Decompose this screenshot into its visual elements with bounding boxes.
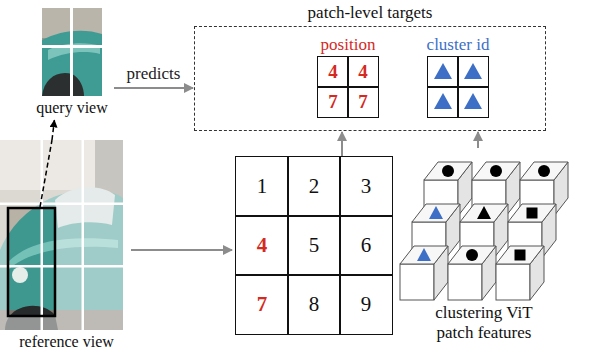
caption: clustering ViT patch features	[422, 303, 547, 346]
grid-cell: 4	[236, 216, 288, 275]
grid-cell: 3	[340, 157, 392, 216]
grid-heading: cluster id	[413, 33, 503, 57]
position-grid: position4477	[303, 33, 393, 117]
grid-number: 7	[257, 293, 268, 316]
reference-view-node: reference view	[2, 140, 131, 353]
grid-number: 7	[328, 92, 338, 113]
vit-patch-feature-columns-part-part	[400, 246, 448, 300]
grid-number: 5	[309, 234, 320, 257]
grid-number: 9	[361, 293, 372, 316]
grid-number: 8	[309, 293, 320, 316]
vit-patch-feature-columns-part-part	[496, 246, 544, 300]
vit-patch-feature-columns-part-part	[448, 246, 496, 300]
caption: reference view	[2, 332, 131, 353]
grid-cell: 7	[318, 87, 348, 117]
arrow	[477, 132, 479, 148]
reference-view-image-part	[8, 208, 55, 316]
reference-view-image-part	[0, 265, 123, 268]
grid-cell: 5	[288, 216, 340, 275]
arrow	[341, 132, 343, 157]
position-number-grid: 1 2 3 4 5 6 7 8 9	[236, 157, 392, 334]
vit-patch-feature-columns-part-part	[515, 250, 526, 261]
arrow	[114, 87, 193, 89]
vit-patch-feature-columns-part-part	[538, 165, 550, 177]
reference-view-image-part	[0, 140, 123, 330]
vit-patch-feature-columns-part	[448, 246, 496, 300]
reference-view-image-part	[0, 203, 123, 206]
grid-cell: 8	[288, 275, 340, 334]
grid-cell: 4	[318, 57, 348, 87]
cluster-id-triangles-part	[434, 63, 452, 79]
vit-patch-feature-columns-part	[400, 246, 448, 300]
grid-number: 7	[358, 92, 368, 113]
grid-number: 4	[328, 62, 338, 83]
cell-grid	[428, 57, 488, 117]
vit-patch-feature-columns-part-part	[429, 206, 443, 219]
vit-patch-feature-columns-part-part	[417, 248, 431, 261]
vit-patch-feature-columns-part-part	[527, 208, 538, 219]
reference-view-image-part	[0, 140, 123, 330]
query-view-image-part	[42, 45, 102, 48]
arrow	[131, 249, 232, 251]
vit-patch-feature-columns-part-part	[477, 206, 491, 219]
reference-view-image-part	[82, 140, 85, 330]
query-view-node: query view	[30, 6, 114, 119]
grid-number: 4	[257, 234, 268, 257]
grid-cell	[428, 57, 458, 87]
grid-number: 1	[257, 175, 268, 198]
cluster-id-triangles-part	[434, 93, 452, 109]
cluster-id-triangles	[434, 63, 482, 109]
grid-cell	[458, 87, 488, 117]
grid-cell	[428, 87, 458, 117]
grid-cell: 1	[236, 157, 288, 216]
vit-patch-feature-columns-part-part	[442, 165, 454, 177]
cluster-id-triangles-part	[464, 93, 482, 109]
vit-patch-feature-columns-part-part	[490, 165, 502, 177]
grid-number: 3	[361, 175, 372, 198]
query-view-image-part	[42, 73, 84, 96]
reference-view-image-part	[41, 140, 44, 330]
grid-number: 2	[309, 175, 320, 198]
targets-box: patch-level targetsposition4477cluster i…	[195, 27, 545, 130]
grid-cell: 4	[348, 57, 378, 87]
cell-grid: 4477	[318, 57, 378, 117]
grid-heading: position	[303, 33, 393, 57]
grid-cell: 6	[340, 216, 392, 275]
grid-cell: 7	[348, 87, 378, 117]
box-heading: patch-level targets	[195, 2, 545, 24]
cluster-id-triangles-part	[464, 63, 482, 79]
grid-number: 4	[358, 62, 368, 83]
vit-patch-feature-columns	[400, 162, 568, 300]
vit-patch-feature-columns-part-part	[466, 249, 478, 261]
query-view-image-part	[70, 8, 73, 96]
reference-view-image	[0, 140, 123, 330]
query-view-image-part	[42, 8, 102, 96]
vit-patch-feature-columns-part	[496, 246, 544, 300]
reference-view-image-part	[8, 208, 55, 316]
connectors	[52, 88, 478, 250]
grid-cell: 9	[340, 275, 392, 334]
image-area	[398, 148, 570, 303]
edge-label: predicts	[127, 64, 181, 84]
grid-number: 6	[361, 234, 372, 257]
grid-cell: 2	[288, 157, 340, 216]
dashed-arrow	[52, 120, 54, 140]
grid-cell: 7	[236, 275, 288, 334]
image-area	[30, 6, 114, 98]
cluster-grid: cluster id	[413, 33, 503, 117]
image-area	[2, 140, 131, 332]
query-view-image	[42, 8, 102, 96]
reference-view-image-part	[40, 140, 52, 207]
caption: query view	[30, 98, 114, 119]
cell-grid: 1 2 3 4 5 6 7 8 9	[236, 157, 392, 334]
grid-cell	[458, 57, 488, 87]
clustering-node: clustering ViT patch features	[398, 148, 570, 346]
